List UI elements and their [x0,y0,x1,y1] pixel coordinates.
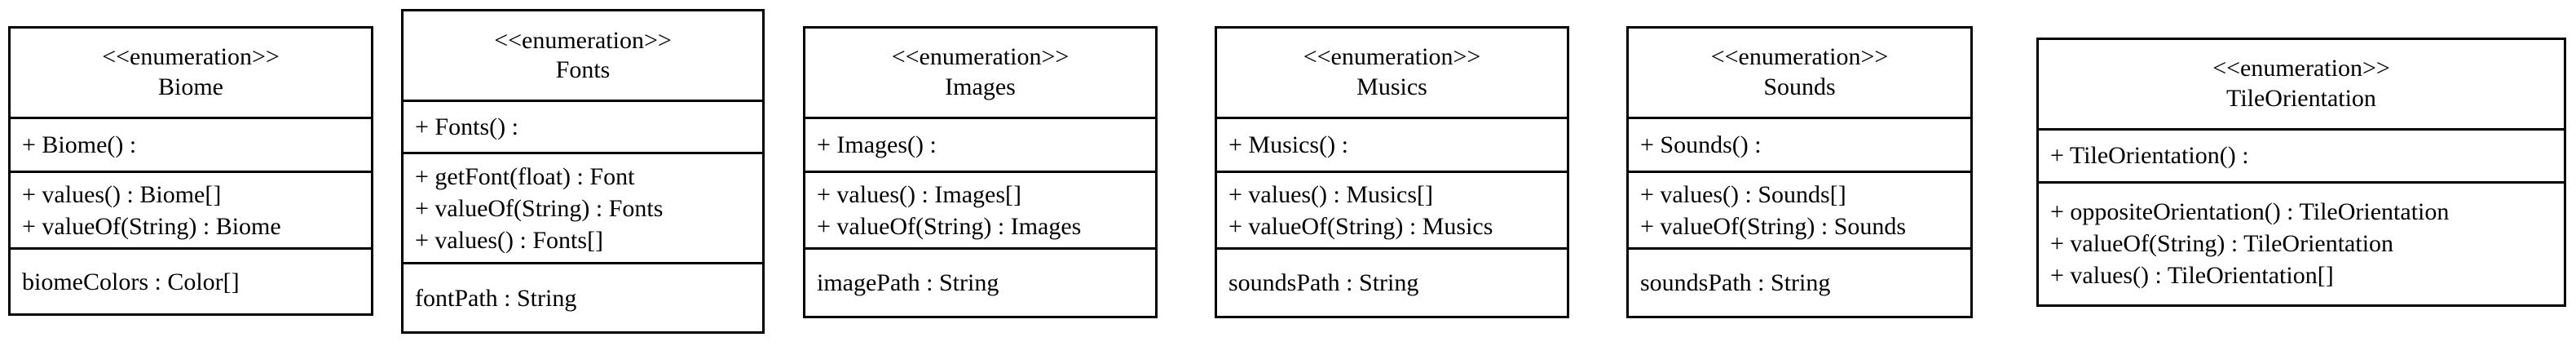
class-stereotype: <<enumeration>> [494,26,672,54]
class-attributes-biome: biomeColors : Color[] [11,250,371,313]
class-constructors-biome: + Biome() : [11,119,371,173]
class-name: Biome [158,73,223,101]
class-member: + values() : Sounds[] [1640,180,1846,208]
class-member: + valueOf(String) : Musics [1228,212,1493,240]
class-constructors-tileorientation: + TileOrientation() : [2039,131,2564,184]
class-constructors-musics: + Musics() : [1217,119,1567,174]
class-member: biomeColors : Color[] [22,268,240,295]
class-member: + Sounds() : [1640,131,1762,159]
class-methods-biome: + values() : Biome[] + valueOf(String) :… [11,173,371,251]
class-name: Sounds [1763,73,1836,101]
class-methods-tileorientation: + oppositeOrientation() : TileOrientatio… [2039,184,2564,304]
class-header-fonts: <<enumeration>> Fonts [404,11,762,103]
class-attributes-sounds: soundsPath : String [1629,250,1970,316]
class-attributes-images: imagePath : String [805,250,1155,316]
class-member: + valueOf(String) : TileOrientation [2050,230,2394,258]
class-name: TileOrientation [2226,84,2376,112]
uml-class-images[interactable]: <<enumeration>> Images + Images() : + va… [803,26,1158,318]
class-member: + valueOf(String) : Fonts [415,194,664,222]
class-member: + values() : Musics[] [1228,180,1434,208]
class-constructors-fonts: + Fonts() : [404,102,762,155]
class-member: imagePath : String [817,269,999,297]
class-member: + valueOf(String) : Biome [22,212,281,240]
class-member: + getFont(float) : Font [415,162,635,190]
class-member: + TileOrientation() : [2050,142,2249,170]
class-member: + values() : Images[] [817,180,1021,208]
class-member: + values() : Fonts[] [415,226,604,254]
class-name: Images [945,73,1016,101]
uml-class-biome[interactable]: <<enumeration>> Biome + Biome() : + valu… [8,26,373,316]
class-header-tileorientation: <<enumeration>> TileOrientation [2039,40,2564,131]
class-attributes-fonts: fontPath : String [404,264,762,331]
class-header-biome: <<enumeration>> Biome [11,29,371,120]
class-member: + Fonts() : [415,113,518,141]
class-member: + valueOf(String) : Sounds [1640,212,1907,240]
class-member: + values() : TileOrientation[] [2050,262,2334,290]
class-member: soundsPath : String [1640,269,1831,297]
class-methods-musics: + values() : Musics[] + valueOf(String) … [1217,173,1567,251]
class-member: + oppositeOrientation() : TileOrientatio… [2050,198,2450,226]
class-name: Musics [1356,73,1427,101]
class-member: + Musics() : [1228,131,1348,159]
class-member: fontPath : String [415,284,577,312]
uml-class-fonts[interactable]: <<enumeration>> Fonts + Fonts() : + getF… [401,9,765,334]
class-member: + Biome() : [22,131,137,159]
class-name: Fonts [555,56,611,84]
class-stereotype: <<enumeration>> [1303,43,1481,71]
class-stereotype: <<enumeration>> [1710,43,1889,71]
class-methods-images: + values() : Images[] + valueOf(String) … [805,173,1155,251]
uml-class-tileorientation[interactable]: <<enumeration>> TileOrientation + TileOr… [2036,38,2566,307]
class-member: + Images() : [817,131,937,159]
class-member: + valueOf(String) : Images [817,212,1082,240]
class-stereotype: <<enumeration>> [2212,55,2390,82]
class-header-musics: <<enumeration>> Musics [1217,29,1567,120]
class-methods-sounds: + values() : Sounds[] + valueOf(String) … [1629,173,1970,251]
class-member: + values() : Biome[] [22,180,222,208]
class-header-sounds: <<enumeration>> Sounds [1629,29,1970,120]
class-methods-fonts: + getFont(float) : Font + valueOf(String… [404,154,762,265]
class-header-images: <<enumeration>> Images [805,29,1155,120]
class-attributes-musics: soundsPath : String [1217,250,1567,316]
uml-class-musics[interactable]: <<enumeration>> Musics + Musics() : + va… [1215,26,1569,318]
class-constructors-sounds: + Sounds() : [1629,119,1970,174]
class-member: soundsPath : String [1228,269,1419,297]
uml-class-sounds[interactable]: <<enumeration>> Sounds + Sounds() : + va… [1626,26,1973,318]
class-constructors-images: + Images() : [805,119,1155,174]
class-stereotype: <<enumeration>> [102,43,280,71]
class-stereotype: <<enumeration>> [891,43,1070,71]
